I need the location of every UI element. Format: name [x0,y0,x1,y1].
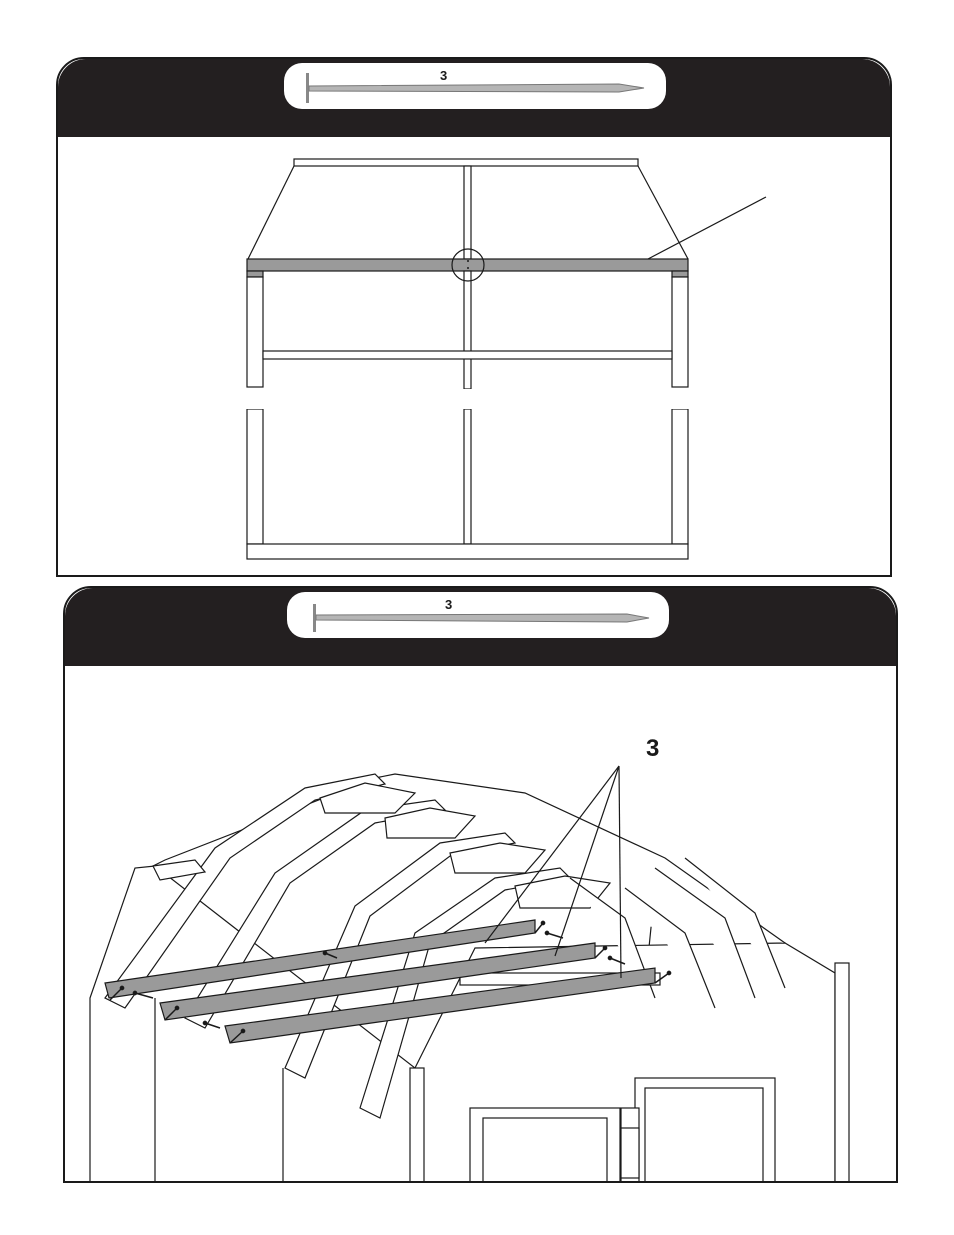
step2-panel: 3 3 [63,586,898,1183]
wall-frame-diagram [58,59,892,577]
roof-framing-diagram [65,588,898,1183]
step1-panel: 3 [56,57,892,577]
